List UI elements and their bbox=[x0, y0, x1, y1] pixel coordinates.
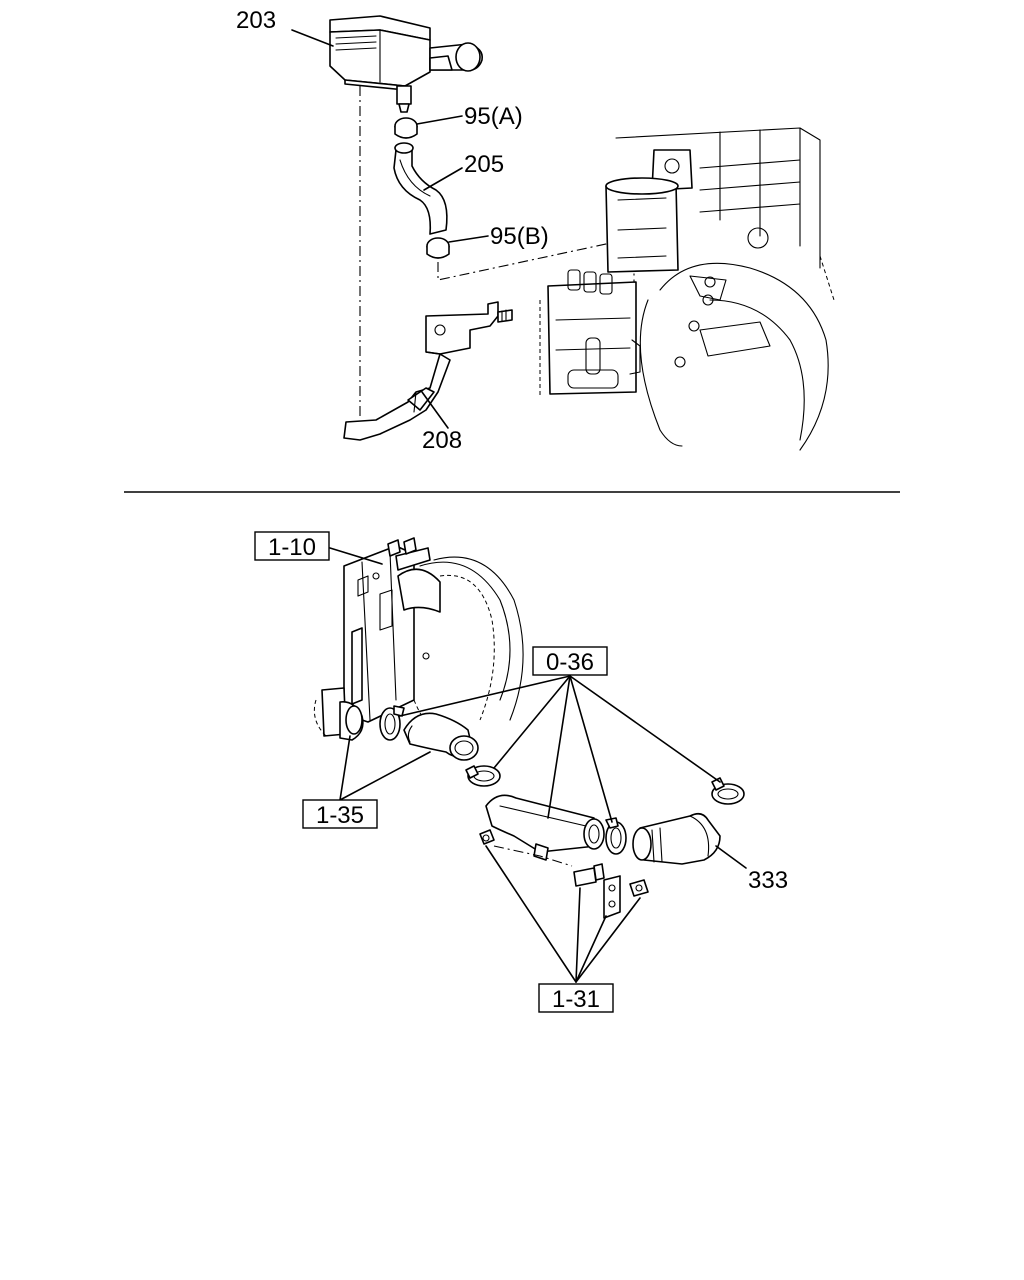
leader-lines bbox=[339, 675, 721, 983]
hose-elbow-1 bbox=[403, 712, 479, 761]
label-95b: 95(B) bbox=[490, 223, 549, 250]
part-333-hose bbox=[632, 812, 747, 869]
label-203: 203 bbox=[236, 7, 276, 34]
part-203-canister bbox=[291, 15, 484, 113]
hose-clamp-4 bbox=[711, 777, 745, 805]
pipe-middle bbox=[485, 794, 605, 867]
bolts-brackets bbox=[479, 829, 649, 919]
ref-box-1-35: 1-35 bbox=[302, 799, 378, 829]
label-205: 205 bbox=[464, 151, 504, 178]
part-95a-clip bbox=[394, 115, 463, 139]
label-208: 208 bbox=[422, 427, 462, 454]
ref-box-1-31: 1-31 bbox=[538, 983, 614, 1013]
radiator-assembly bbox=[313, 537, 524, 761]
label-333: 333 bbox=[748, 867, 788, 894]
part-208-bracket bbox=[343, 301, 513, 441]
part-205-hose bbox=[393, 142, 463, 235]
hose-clamp-2 bbox=[465, 765, 501, 787]
ref-box-0-36: 0-36 bbox=[532, 646, 608, 676]
hose-clamp-1 bbox=[379, 705, 405, 741]
part-95b-clip bbox=[426, 235, 489, 259]
label-1-31: 1-31 bbox=[552, 986, 600, 1013]
label-0-36: 0-36 bbox=[546, 649, 594, 676]
engine-block bbox=[539, 127, 835, 451]
top-assembly: 203 95(A) 205 95(B) 208 bbox=[236, 7, 835, 454]
label-1-10: 1-10 bbox=[268, 534, 316, 561]
label-95a: 95(A) bbox=[464, 103, 523, 130]
bottom-assembly: 1-10 0-36 1-35 1-31 333 bbox=[254, 531, 788, 1013]
hose-clamp-3 bbox=[605, 817, 627, 855]
label-1-35: 1-35 bbox=[316, 802, 364, 829]
ref-box-1-10: 1-10 bbox=[254, 531, 330, 561]
